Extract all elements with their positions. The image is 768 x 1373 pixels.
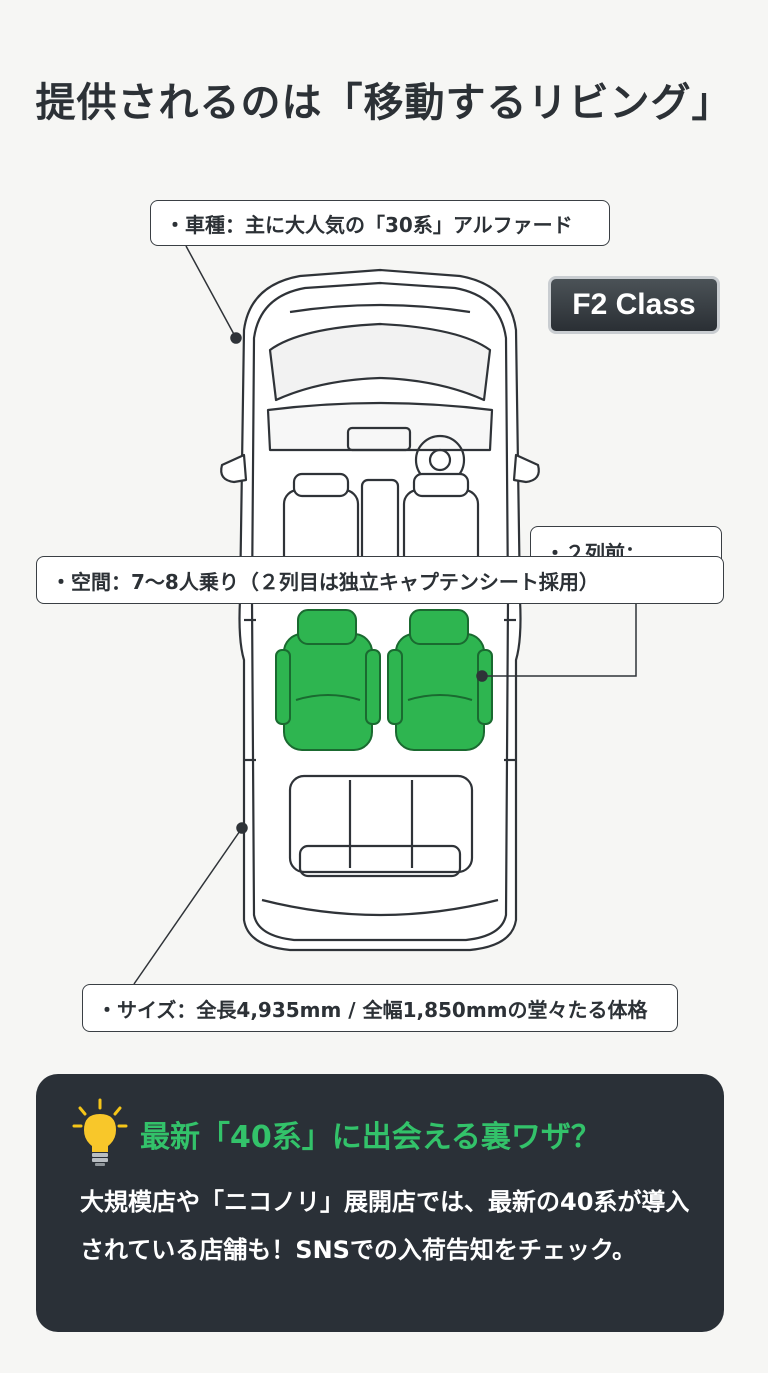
callout-size-text: ・サイズ：全長4,935mm / 全幅1,850mmの堂々たる体格 (97, 997, 648, 1022)
callout-space-text: ・空間：7〜8人乗り（２列目は独立キャプテンシート採用） (51, 569, 599, 594)
page-title: 提供されるのは「移動するリビング」 (35, 80, 733, 126)
tip-body: 大規模店や「ニコノリ」展開店では、最新の40系が導入されている店舗も！SNSでの… (80, 1188, 690, 1264)
captain-seat-right (387, 609, 493, 751)
captain-seat-left (275, 609, 381, 751)
tip-panel: 最新「40系」に出会える裏ワザ？ 大規模店や「ニコノリ」展開店では、最新の40系… (36, 1074, 724, 1332)
lightbulb-icon (72, 1098, 128, 1166)
callout-space: ・空間：7〜8人乗り（２列目は独立キャプテンシート採用） (36, 556, 724, 604)
callout-size: ・サイズ：全長4,935mm / 全幅1,850mmの堂々たる体格 (82, 984, 678, 1032)
callout-model: ・車種：主に大人気の「30系」アルファード (150, 200, 610, 246)
class-badge: F2 Class (548, 276, 720, 334)
callout-model-text: ・車種：主に大人気の「30系」アルファード (165, 212, 573, 237)
tip-title: 最新「40系」に出会える裏ワザ？ (140, 1120, 601, 1155)
